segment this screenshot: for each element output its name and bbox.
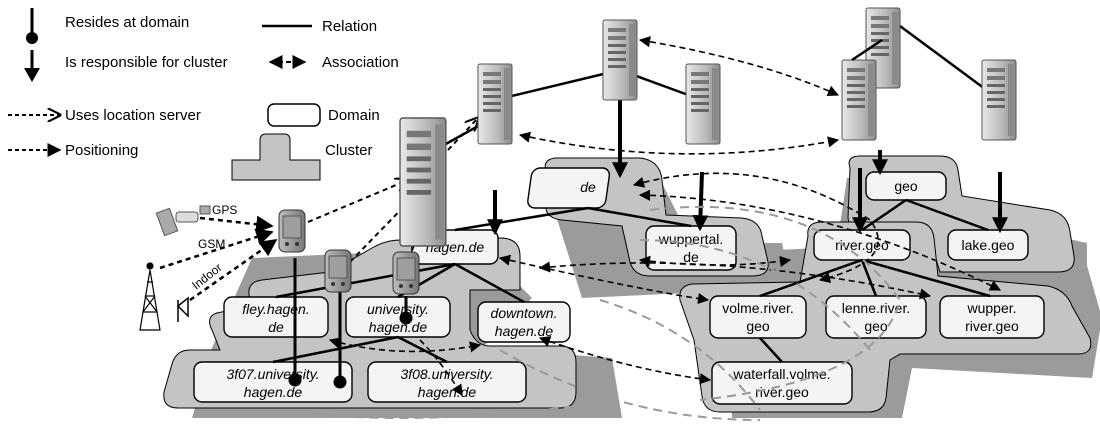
gsm-tower-icon bbox=[139, 262, 161, 331]
positioning-gsm bbox=[159, 228, 274, 270]
relation-de-hagen-server bbox=[494, 68, 621, 102]
relation-geo-lake-server bbox=[884, 13, 1001, 102]
assoc-university-3f08 bbox=[419, 339, 463, 396]
domain-wuppertal-label-2: de bbox=[683, 249, 699, 265]
pda-device-2 bbox=[324, 249, 352, 293]
resides-pda1-dot bbox=[288, 373, 302, 387]
domain-downtown-label-2: hagen.de bbox=[495, 323, 554, 339]
domain-wupper-label-2: river.geo bbox=[965, 318, 1019, 334]
legend-responsible-symbol bbox=[24, 50, 40, 82]
domain-3f08-label-2: hagen.de bbox=[418, 384, 477, 400]
legend-domain-symbol bbox=[267, 103, 321, 127]
assoc-hagen-river-servers bbox=[518, 131, 840, 155]
association-gray bbox=[279, 205, 902, 421]
server-hagen bbox=[477, 63, 513, 145]
server-wuppertal bbox=[685, 63, 721, 145]
positioning-arrows bbox=[159, 215, 278, 302]
legend-relation-label: Relation bbox=[322, 18, 377, 35]
legend-cluster-label: Cluster bbox=[325, 142, 373, 159]
domain-labels: de wuppertal. de hagen.de fley.hagen. de… bbox=[226, 178, 1019, 400]
legend-positioning-label: Positioning bbox=[65, 142, 138, 159]
indoor-beacon-icon bbox=[176, 296, 189, 322]
positioning-gps-label: GPS bbox=[212, 203, 237, 217]
relation-hagen-fley bbox=[275, 262, 456, 299]
legend-association-label: Association bbox=[322, 54, 399, 71]
relation-geo-river-top bbox=[851, 38, 883, 62]
domain-3f07-label-2: hagen.de bbox=[244, 384, 303, 400]
domain-fley-label-2: de bbox=[268, 319, 284, 335]
relation-de-hagen bbox=[454, 206, 589, 232]
assoc-downtown-waterfall bbox=[538, 336, 712, 385]
server-river bbox=[841, 59, 877, 141]
domain-waterfall-label-2: river.geo bbox=[755, 384, 809, 400]
pda-device-3 bbox=[392, 251, 420, 295]
resides-lines bbox=[288, 258, 413, 389]
satellite-icon bbox=[155, 205, 211, 237]
uses-pda1 bbox=[307, 180, 408, 223]
domain-de-label: de bbox=[580, 179, 596, 195]
domain-geo-label: geo bbox=[894, 178, 918, 194]
resides-pda3-dot bbox=[399, 311, 413, 325]
assoc-wuppertal-river bbox=[638, 255, 792, 267]
relation-volme-waterfall bbox=[759, 337, 783, 363]
pda-device-1 bbox=[278, 209, 306, 253]
server-de bbox=[602, 19, 638, 101]
domain-3f08-label-1: 3f08.university. bbox=[400, 366, 493, 382]
domain-lenne-label-2: geo bbox=[864, 318, 888, 334]
domain-volme-label-1: volme.river. bbox=[722, 300, 794, 316]
positioning-gsm-label: GSM bbox=[198, 237, 225, 251]
assoc-wuppertal-wupper bbox=[638, 189, 1002, 291]
domain-lake-label: lake.geo bbox=[962, 237, 1015, 253]
domain-wupper-box bbox=[939, 295, 1045, 339]
assoc-fley-downtown bbox=[328, 337, 482, 353]
domain-de-box bbox=[527, 167, 611, 209]
resides-pda2-dot bbox=[333, 375, 347, 389]
uses-hagen-server bbox=[447, 118, 478, 151]
legend-domain-label: Domain bbox=[328, 107, 380, 124]
server-university bbox=[399, 117, 447, 247]
legend-cluster-symbol bbox=[231, 133, 321, 181]
domain-volme-label-2: geo bbox=[746, 318, 770, 334]
assoc-de-geo-servers bbox=[638, 36, 840, 96]
domain-downtown-label-1: downtown. bbox=[491, 305, 558, 321]
legend-responsible-label: Is responsible for cluster bbox=[65, 54, 228, 71]
legend-resides-label: Resides at domain bbox=[65, 14, 189, 31]
server-lake bbox=[981, 59, 1017, 141]
domain-university-label-1: university. bbox=[367, 301, 429, 317]
domain-fley-label-1: fley.hagen. bbox=[242, 301, 309, 317]
positioning-gps bbox=[199, 215, 274, 233]
domain-waterfall-label-1: waterfall.volme. bbox=[732, 366, 830, 382]
legend-resides-symbol bbox=[26, 8, 38, 44]
legend-uses-location-label: Uses location server bbox=[65, 107, 201, 124]
domain-wupper-label-1: wupper. bbox=[966, 300, 1016, 316]
domain-lenne-label-1: lenne.river. bbox=[842, 300, 910, 316]
domain-3f07-label-1: 3f07.university. bbox=[226, 366, 319, 382]
legend: Resides at domain Relation Is responsibl… bbox=[8, 8, 399, 181]
domain-university-label-2: hagen.de bbox=[369, 319, 428, 335]
